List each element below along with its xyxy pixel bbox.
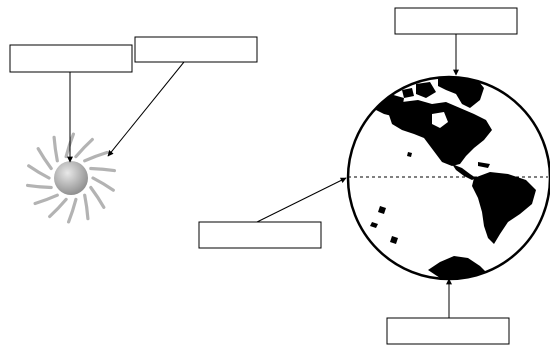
sun-label-left[interactable] xyxy=(9,44,133,73)
sun-label-right-box[interactable] xyxy=(134,36,258,63)
sun-ray xyxy=(83,193,90,221)
hudson-bay xyxy=(432,112,448,128)
central-america xyxy=(452,164,476,180)
sun-ray xyxy=(27,164,51,180)
south-pole-label[interactable] xyxy=(386,317,510,345)
sun-ray xyxy=(83,150,109,163)
sun-ray xyxy=(64,132,75,159)
sun-ray xyxy=(26,183,53,190)
sun-ray xyxy=(52,135,59,163)
north-america xyxy=(388,100,492,166)
sun-core xyxy=(54,161,88,195)
pacific-island-4 xyxy=(407,152,412,157)
sun-ray xyxy=(33,193,59,206)
sun-right-pointer xyxy=(107,61,185,157)
north-pole-label[interactable] xyxy=(394,7,518,35)
sun-label-left-box[interactable] xyxy=(9,44,133,73)
sun-ray xyxy=(91,176,115,192)
equator-label-box[interactable] xyxy=(198,221,322,249)
sun-ray xyxy=(36,147,53,171)
pacific-island-1 xyxy=(378,206,386,214)
sun-ray xyxy=(89,185,106,209)
arctic-islands xyxy=(416,82,436,98)
sun-ray xyxy=(67,197,78,224)
south-america xyxy=(472,172,536,244)
north-pole-label-box[interactable] xyxy=(394,7,518,35)
sun-ray xyxy=(48,197,68,219)
pacific-island-2 xyxy=(370,222,378,228)
equator-label[interactable] xyxy=(198,221,322,249)
sun xyxy=(26,132,116,224)
sun-ray xyxy=(74,137,94,159)
caribbean xyxy=(478,162,490,168)
greenland xyxy=(438,77,484,108)
earth-globe xyxy=(346,75,550,281)
sun-rays xyxy=(26,132,116,224)
equator-pointer xyxy=(256,177,347,223)
sun-ray xyxy=(89,166,116,173)
pacific-island-3 xyxy=(390,236,398,244)
sun-label-right[interactable] xyxy=(134,36,258,63)
arctic-islet xyxy=(402,88,414,98)
south-pole-label-box[interactable] xyxy=(386,317,510,345)
